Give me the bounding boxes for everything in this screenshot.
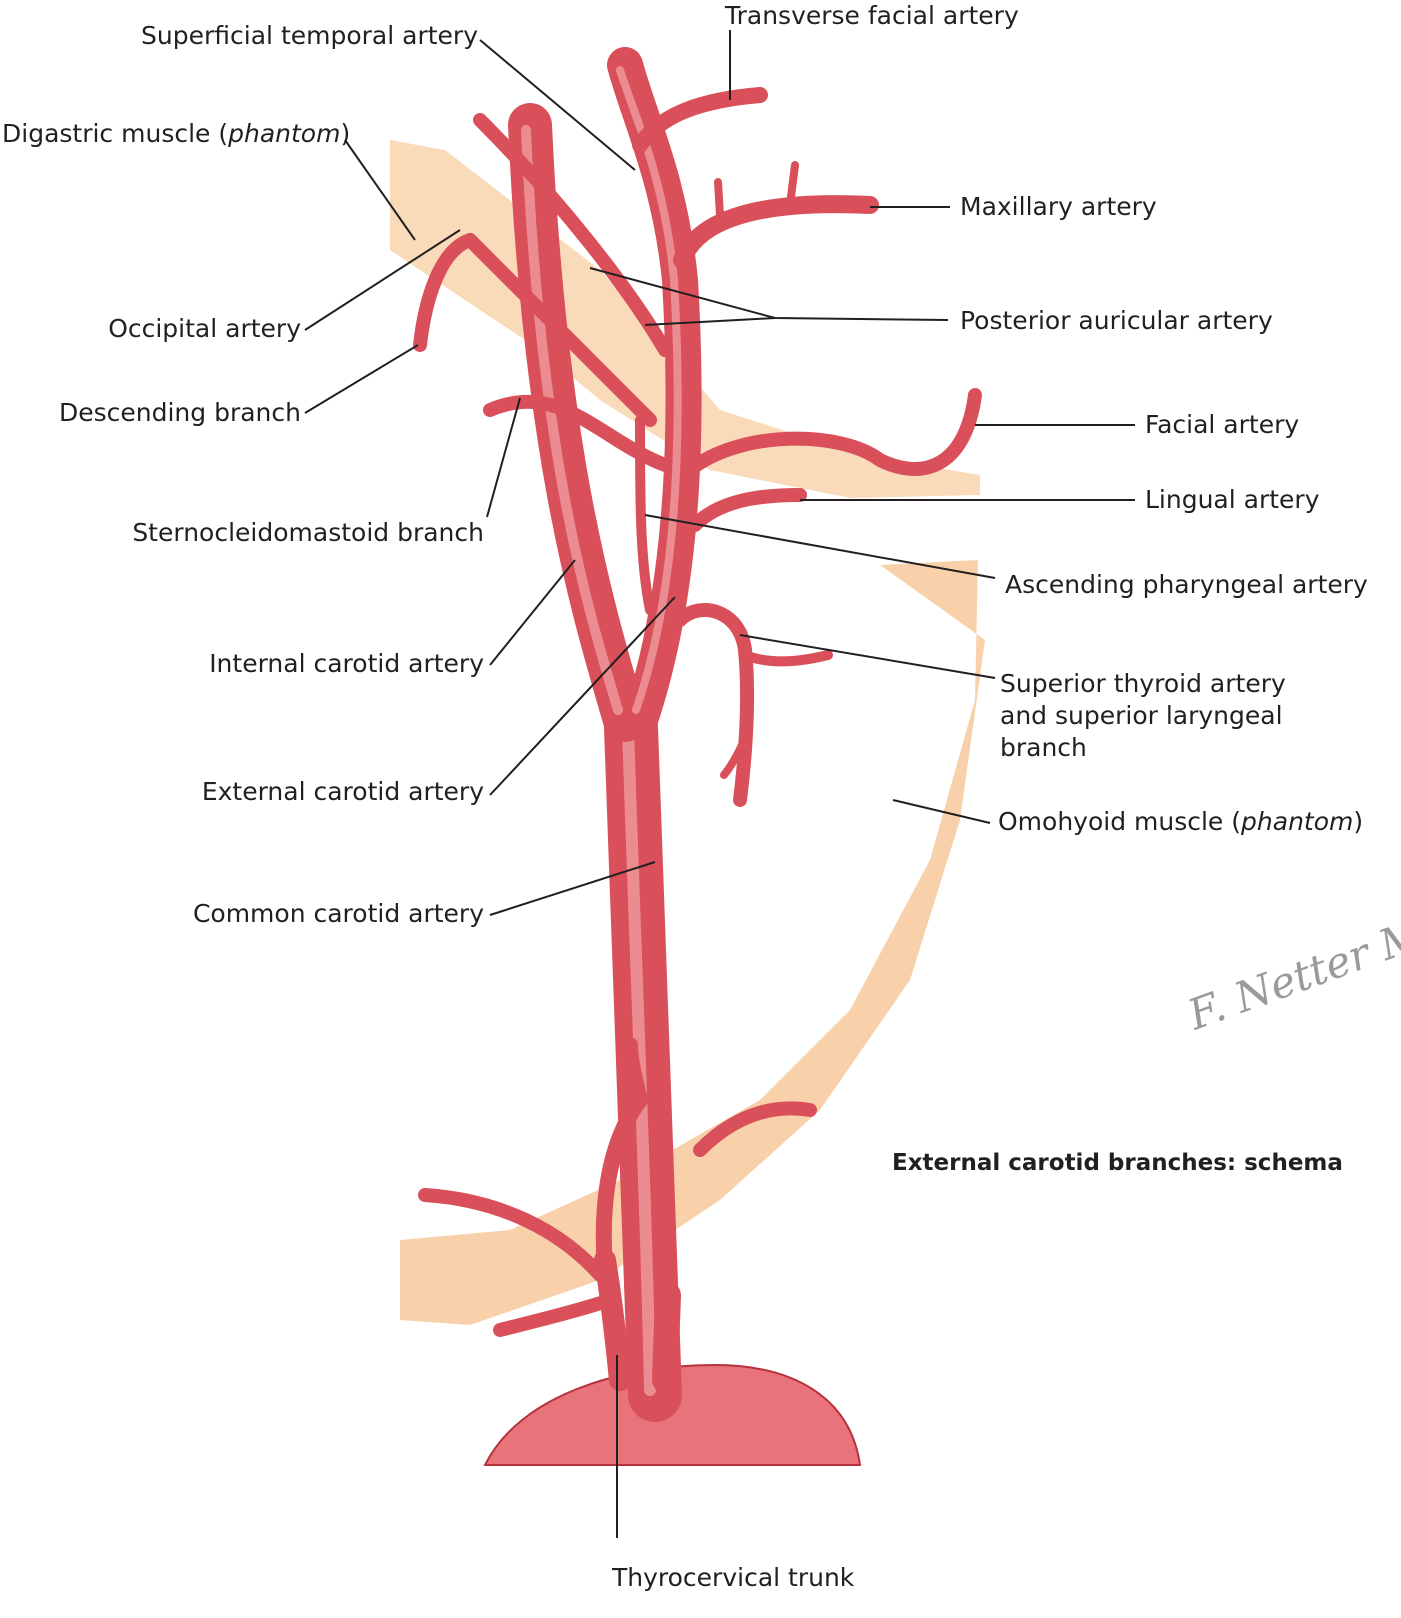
label-omohyoid-muscle: Omohyoid muscle (phantom) [998,806,1363,838]
label-occipital: Occipital artery [108,314,301,343]
label-maxillary: Maxillary artery [960,192,1157,221]
omohyoid-phantom-text: phantom [1241,807,1354,836]
label-superficial-temporal: Superficial temporal artery [141,21,478,50]
digastric-text: Digastric muscle ( [2,119,229,148]
label-digastric-muscle: Digastric muscle (phantom) [2,118,350,150]
artist-signature: F. Netter M.D. [1181,889,1401,1040]
omohyoid-muscle [400,560,985,1325]
label-ascending-pharyngeal: Ascending pharyngeal artery [1005,570,1368,599]
label-superior-thyroid: Superior thyroid artery and superior lar… [1000,669,1286,762]
occipital-vessel [413,233,657,427]
omohyoid-text: Omohyoid muscle ( [998,807,1242,836]
leader-lines [304,30,1135,1538]
label-thyrocervical: Thyrocervical trunk [612,1563,855,1592]
label-transverse-facial: Transverse facial artery [725,1,1019,30]
transverse-facial-vessel [632,87,768,153]
label-common-carotid: Common carotid artery [192,899,484,928]
ascending-pharyngeal-vessel [635,415,655,615]
label-posterior-auricular: Posterior auricular artery [960,306,1273,335]
label-sternocleidomastoid: Sternocleidomastoid branch [132,518,484,547]
lingual-vessel [688,488,807,532]
label-lingual: Lingual artery [1145,485,1320,514]
digastric-close: ) [340,119,351,148]
label-descending-branch: Descending branch [58,398,301,427]
label-internal-carotid: Internal carotid artery [209,649,484,678]
diagram-caption: External carotid branches: schema [892,1150,1343,1176]
label-external-carotid: External carotid artery [201,777,484,806]
label-facial: Facial artery [1145,410,1300,439]
facial-vessel [683,388,982,477]
omohyoid-close: ) [1353,807,1364,836]
digastric-phantom-text: phantom [228,119,341,148]
signature-text: F. Netter M.D. [1181,889,1401,1040]
maxillary-vessel [673,195,879,269]
